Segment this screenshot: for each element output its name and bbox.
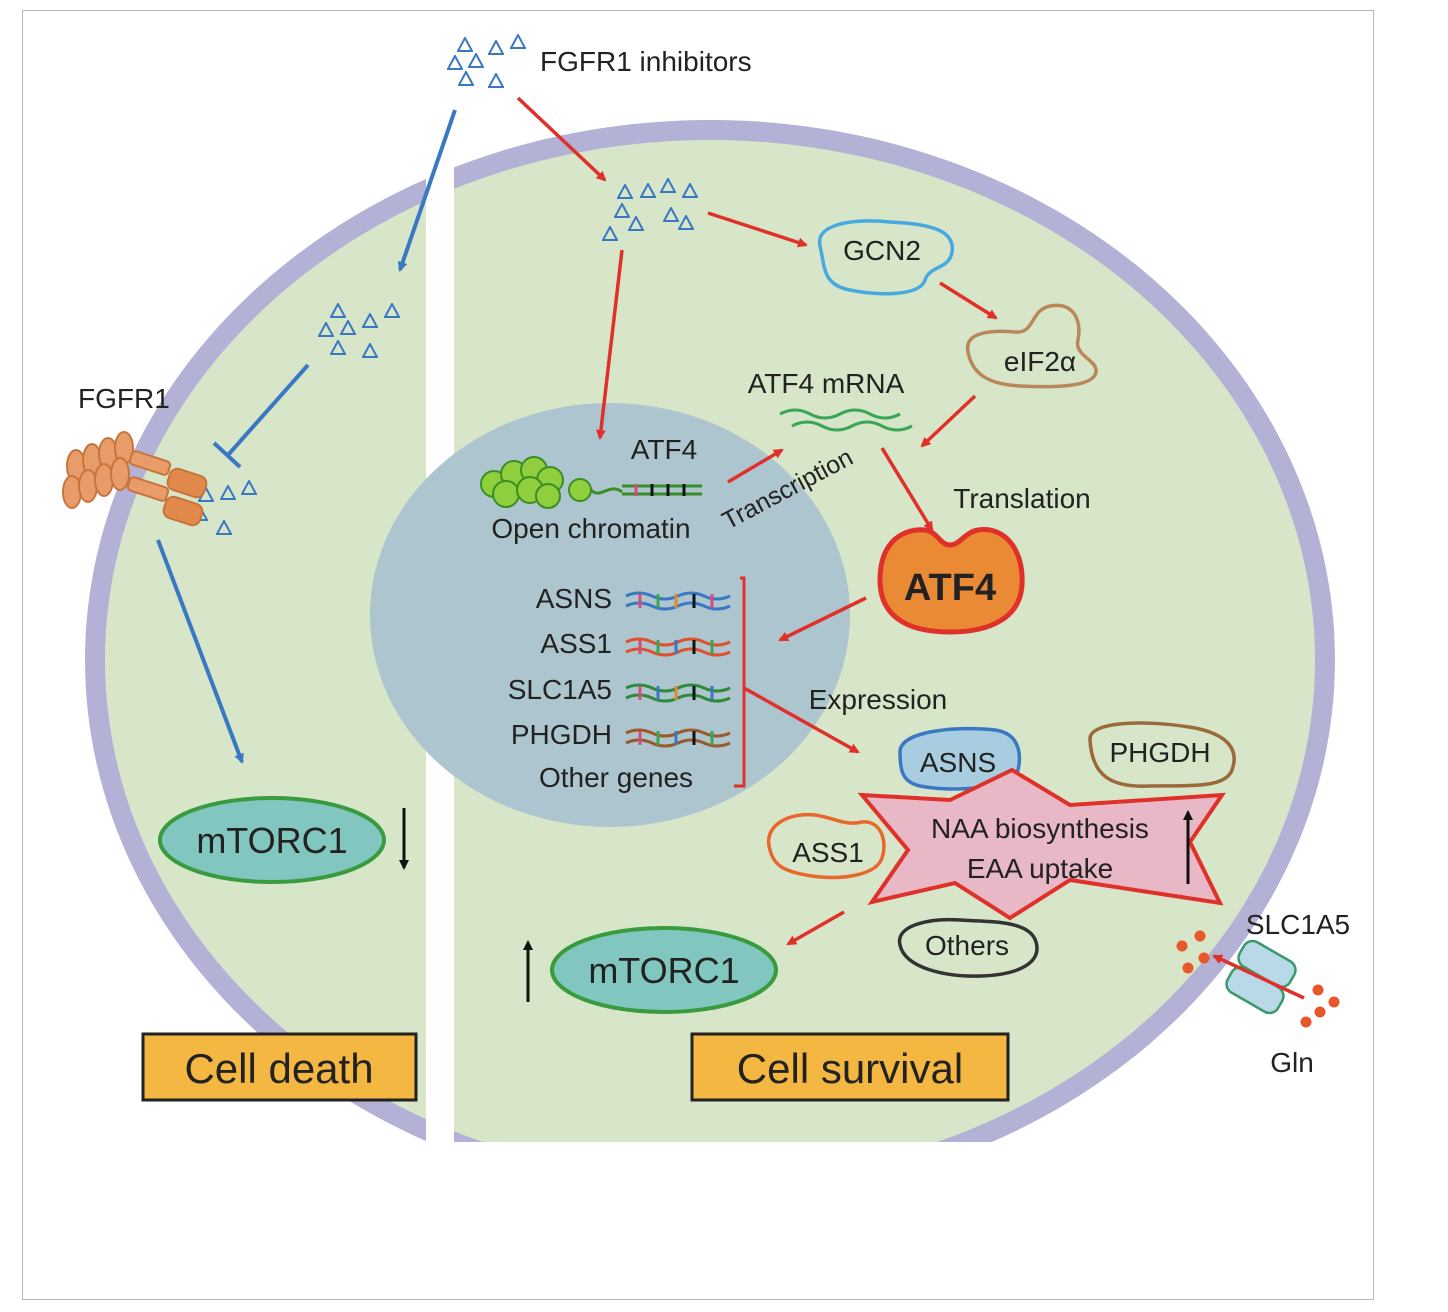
expression-label: Expression	[809, 684, 948, 715]
cell-death-label: Cell death	[184, 1045, 373, 1092]
naa-line1: NAA biosynthesis	[931, 813, 1149, 844]
open-chromatin-label: Open chromatin	[491, 513, 690, 544]
slc1a5-label: SLC1A5	[1246, 909, 1350, 940]
phgdh-protein-shape	[1088, 721, 1236, 788]
dna-slc1a5	[625, 683, 731, 703]
gcn2-shape	[817, 219, 954, 296]
gcn2-label: GCN2	[843, 235, 921, 266]
chromatin	[480, 456, 702, 509]
cell-death-box	[141, 1032, 418, 1102]
dna-phgdh	[625, 728, 731, 748]
gene-list: ASNS ASS1 SLC1A5 PHGDH Other genes	[508, 583, 693, 793]
atf4-protein-label: ATF4	[904, 567, 996, 609]
atf4-protein-shape	[877, 527, 1025, 635]
translation-label: Translation	[953, 483, 1090, 514]
eif2a-shape	[965, 303, 1098, 389]
others-protein-shape	[897, 917, 1039, 978]
red-arrow-chromatin	[595, 249, 624, 440]
atf4-mrna-label: ATF4 mRNA	[748, 368, 905, 399]
atf4-gene-label: ATF4	[631, 434, 697, 465]
gene-name: ASS1	[540, 628, 612, 659]
gln-label: Gln	[1270, 1047, 1314, 1078]
red-arrow-gcn2	[707, 211, 808, 248]
gene-name: Other genes	[539, 762, 693, 793]
cell-survival-label: Cell survival	[737, 1045, 963, 1092]
inhibition-bar	[212, 441, 242, 469]
gene-name: ASNS	[536, 583, 612, 614]
gene-name: PHGDH	[511, 719, 612, 750]
red-arrow-expression	[743, 686, 860, 754]
mtorc1-right-ellipse	[550, 926, 778, 1014]
slc1a5-transporter	[1225, 939, 1297, 1015]
gene-bracket	[734, 576, 746, 788]
eif2a-label: eIF2α	[1004, 346, 1076, 377]
dna-asns	[625, 591, 731, 611]
dna-ass1	[625, 637, 731, 657]
mtorc1-right-label: mTORC1	[588, 950, 739, 991]
others-protein-label: Others	[925, 930, 1009, 961]
asns-protein-label: ASNS	[920, 747, 996, 778]
red-arrow-mrna	[920, 394, 977, 448]
inhibition-line	[226, 363, 310, 457]
ass1-protein-shape	[766, 812, 886, 880]
red-arrow-genes	[778, 596, 867, 642]
gln-uptake-arrow	[1212, 954, 1305, 1000]
drug-cluster-top	[447, 34, 526, 88]
blue-arrow-entry	[397, 109, 457, 272]
red-arrow-transcription	[727, 448, 784, 484]
red-arrow-mtorc1	[786, 910, 845, 946]
gln-dots	[1176, 930, 1340, 1028]
fgfr1-label: FGFR1	[78, 383, 170, 414]
fgfr1-receptor	[62, 431, 208, 527]
atf4-mrna-strand	[779, 408, 913, 432]
red-arrow-entry	[516, 96, 607, 182]
cell-survival-box	[690, 1032, 1010, 1102]
blue-arrow-mtorc1	[156, 539, 244, 764]
naa-line2: EAA uptake	[967, 853, 1113, 884]
ass1-protein-label: ASS1	[792, 837, 864, 868]
red-arrow-eif2a	[939, 281, 998, 320]
gene-name: SLC1A5	[508, 674, 612, 705]
phgdh-protein-label: PHGDH	[1109, 737, 1210, 768]
nucleus	[370, 403, 850, 827]
red-arrow-translation	[880, 447, 934, 532]
naa-starburst	[857, 767, 1226, 921]
inhibitors-label: FGFR1 inhibitors	[540, 46, 752, 77]
mtorc1-left-label: mTORC1	[196, 820, 347, 861]
mtorc1-left-ellipse	[158, 796, 386, 884]
asns-protein-shape	[898, 726, 1022, 791]
